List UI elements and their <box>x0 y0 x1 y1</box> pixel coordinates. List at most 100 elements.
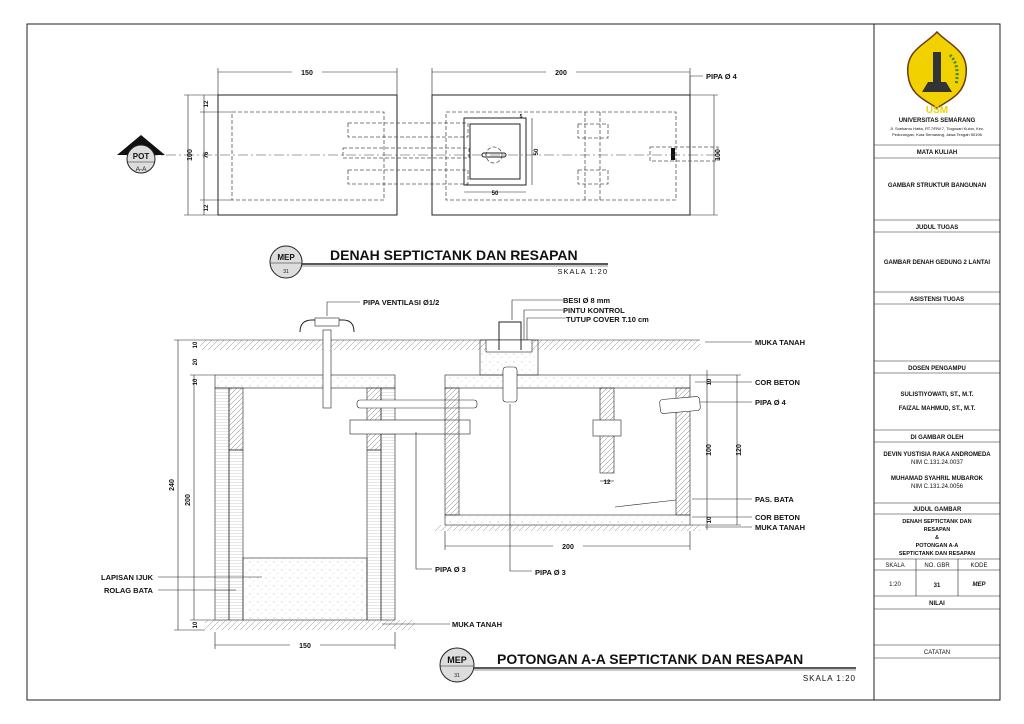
judul-gambar-label: JUDUL GAMBAR <box>913 507 962 513</box>
pipe-plan-center <box>342 147 470 159</box>
plan-badge <box>269 245 303 279</box>
dim-left-width: 150 <box>301 70 313 77</box>
section-marker-aa: A-A <box>136 166 148 173</box>
plan-view: 150 200 100 76 12 12 100 50 50 5 PIPA Ø … <box>117 66 738 279</box>
kode-value: MEP <box>972 582 986 588</box>
section-marker[interactable]: POT A-A <box>117 135 165 174</box>
section-badge-code: MEP <box>447 655 467 665</box>
septictank-plan-outline <box>431 94 691 216</box>
label-plan-pipe: PIPA Ø 4 <box>706 72 738 81</box>
no-gbr-label: NO. GBR <box>924 563 950 569</box>
dim-150: 150 <box>299 643 311 650</box>
label-muka-tanah-left: MUKA TANAH <box>452 620 502 629</box>
section-badge-number: 31 <box>454 673 460 679</box>
dim-bottom-offset: 12 <box>204 204 210 211</box>
section-marker-pot: POT <box>133 152 150 161</box>
resapan-inner-outline <box>231 111 385 201</box>
label-cor-beton-top: COR BETON <box>755 378 800 387</box>
judul-gambar-line-1: DENAH SEPTICTANK DAN <box>902 519 971 525</box>
dim-top-offset: 12 <box>204 100 210 107</box>
label-pipa4: PIPA Ø 4 <box>755 398 787 407</box>
mata-kuliah-label: MATA KULIAH <box>917 150 958 156</box>
dim-10-r2: 10 <box>707 516 713 523</box>
dim-12: 12 <box>604 480 611 486</box>
dim-left-height: 100 <box>187 149 194 161</box>
dim-10-r1: 10 <box>707 378 713 385</box>
section-title: POTONGAN A-A SEPTICTANK DAN RESAPAN <box>497 651 803 667</box>
label-cor-beton-bottom: COR BETON <box>755 513 800 522</box>
student-1-nim: NIM C.131.24.0037 <box>911 460 964 466</box>
judul-tugas-label: JUDUL TUGAS <box>916 225 959 231</box>
label-besi: BESI Ø 8 mm <box>563 296 610 305</box>
section-badge <box>439 647 475 683</box>
plan-scale: SKALA 1:20 <box>558 267 608 276</box>
label-muka-tanah-bottom: MUKA TANAH <box>755 523 805 532</box>
cover-slab <box>485 339 533 353</box>
dim-right-height: 100 <box>715 149 722 161</box>
ijuk-layer <box>242 557 368 621</box>
label-pipa3-left: PIPA Ø 3 <box>435 565 466 574</box>
pipe-plan-upper <box>347 122 469 138</box>
dosen-label: DOSEN PENGAMPU <box>908 366 966 372</box>
digambar-label: DI GAMBAR OLEH <box>911 435 964 441</box>
dim-200-right: 200 <box>562 544 574 551</box>
logo-text: USM <box>926 105 948 116</box>
judul-gambar-line-3: & <box>935 535 939 541</box>
skala-label: SKALA <box>885 563 904 569</box>
pipe-outlet-plan <box>649 146 719 162</box>
outlet-pipe <box>659 396 701 414</box>
ground-layer-top <box>200 340 700 350</box>
judul-gambar-line-4: POTONGAN A-A <box>916 543 959 549</box>
dim-right-width: 200 <box>555 70 567 77</box>
label-pintu: PINTU KONTROL <box>563 306 625 315</box>
dim-cover-width: 50 <box>492 191 499 197</box>
resapan-top-slab <box>214 374 396 389</box>
address-line-1: Jl. Soekarno Hatta, RT.7/RW.7, Tlogosari… <box>890 126 984 131</box>
nilai-label: NILAI <box>929 601 945 607</box>
dim-20: 20 <box>193 358 199 365</box>
plan-badge-code: MEP <box>277 253 295 262</box>
dim-10-bottom: 10 <box>193 621 199 628</box>
label-pipa3-right: PIPA Ø 3 <box>535 568 566 577</box>
pipe-plan-lower <box>347 169 469 185</box>
title-block: USM UNIVERSITAS SEMARANG Jl. Soekarno Ha… <box>874 30 1000 659</box>
dim-240: 240 <box>169 479 176 491</box>
address-line-2: Pedurungan, Kota Semarang, Jawa Tengah 5… <box>892 132 983 137</box>
student-1-name: DEVIN YUSTISIA RAKA ANDROMEDA <box>883 452 991 458</box>
student-2-name: MUHAMAD SYAHRIL MUBAROK <box>891 476 984 482</box>
dim-inner-height: 76 <box>204 151 210 158</box>
septic-top-slab <box>444 374 691 389</box>
ground-layer-right <box>435 525 700 531</box>
plan-title: DENAH SEPTICTANK DAN RESAPAN <box>330 247 578 263</box>
judul-gambar-line-5: SEPTICTANK DAN RESAPAN <box>899 551 975 557</box>
pipe-lower-connection <box>349 419 471 435</box>
manhole-cover <box>463 117 527 186</box>
judul-gambar-line-2: RESAPAN <box>924 527 951 533</box>
section-view: 240 200 10 20 10 10 150 200 10 100 120 1… <box>101 296 856 683</box>
mata-kuliah-value: GAMBAR STRUKTUR BANGUNAN <box>888 183 986 189</box>
label-rolag-bata: ROLAG BATA <box>104 586 153 595</box>
sheet-border <box>26 23 1001 701</box>
label-vent: PIPA VENTILASI Ø1/2 <box>363 298 439 307</box>
asistensi-label: ASISTENSI TUGAS <box>910 297 964 303</box>
rebar-handle <box>498 321 522 350</box>
dim-120: 120 <box>736 444 743 456</box>
septictank-inner-outline <box>445 111 677 201</box>
label-tutup: TUTUP COVER T.10 cm <box>566 315 649 324</box>
no-gbr-value: 31 <box>934 583 941 589</box>
dim-cover-offset: 5 <box>520 114 523 120</box>
label-muka-tanah-top: MUKA TANAH <box>755 338 805 347</box>
label-lapisan-ijuk: LAPISAN IJUK <box>101 573 154 582</box>
catatan-label: CATATAN <box>924 650 950 656</box>
kode-label: KODE <box>970 563 987 569</box>
dim-200: 200 <box>185 494 192 506</box>
dim-100: 100 <box>706 444 713 456</box>
dim-cover-height: 50 <box>534 148 540 155</box>
dosen-1: SULISTIYOWATI, ST., M.T. <box>901 392 974 398</box>
ground-layer-left <box>205 620 415 630</box>
vent-pipe <box>322 329 332 409</box>
dim-10-slab: 10 <box>193 378 199 385</box>
section-scale: SKALA 1:20 <box>803 674 856 683</box>
dim-10-top: 10 <box>193 341 199 348</box>
septic-bottom-slab <box>444 514 691 526</box>
